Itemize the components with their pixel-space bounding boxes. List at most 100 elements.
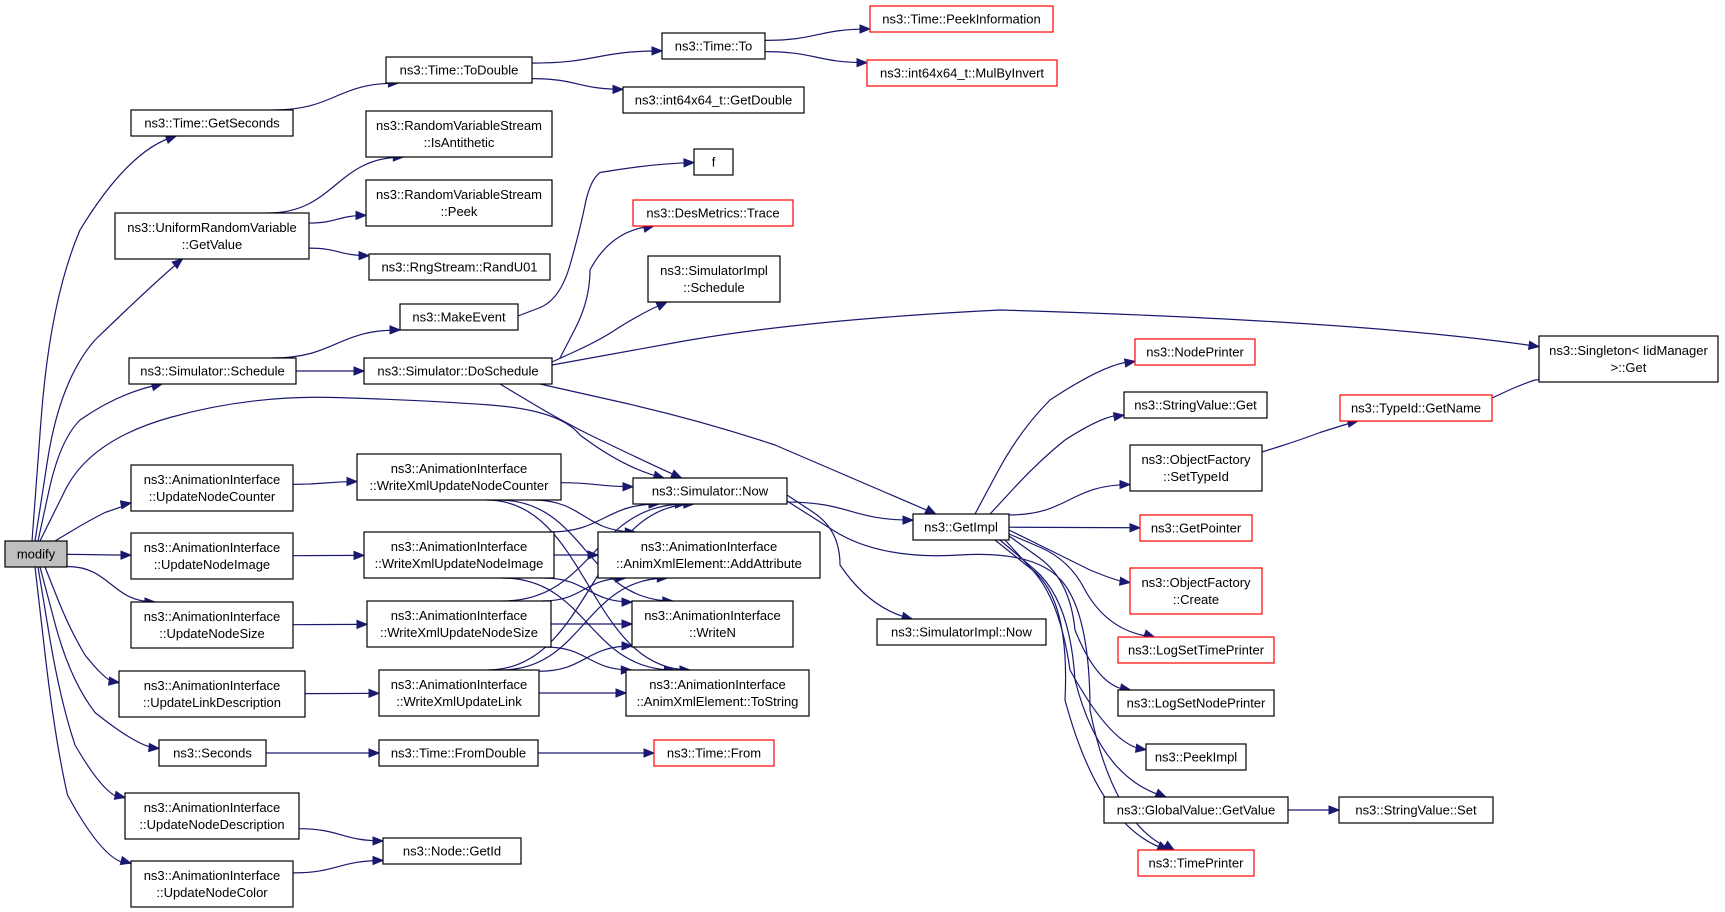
node-makeevent[interactable]: ns3::MakeEvent: [399, 303, 519, 331]
node-rng_randu01[interactable]: ns3::RngStream::RandU01: [368, 253, 551, 281]
node-label: ::UpdateNodeSize: [159, 626, 265, 641]
node-label: ns3::Node::GetId: [403, 844, 501, 859]
edge-sim_doschedule-to-simimpl_schedule: [551, 301, 669, 363]
node-label: ns3::int64x64_t::MulByInvert: [880, 66, 1044, 81]
node-ai_updatenodeimage[interactable]: ns3::AnimationInterface::UpdateNodeImage: [130, 532, 294, 580]
node-time_getseconds[interactable]: ns3::Time::GetSeconds: [130, 109, 294, 137]
node-label: ns3::Seconds: [173, 746, 252, 761]
node-ai_updatenodecounter[interactable]: ns3::AnimationInterface::UpdateNodeCount…: [130, 464, 294, 512]
node-i64_getdouble[interactable]: ns3::int64x64_t::GetDouble: [622, 86, 805, 114]
node-sim_now[interactable]: ns3::Simulator::Now: [632, 477, 788, 505]
node-ai_tostring[interactable]: ns3::AnimationInterface::AnimXmlElement:…: [625, 669, 810, 717]
node-label: ns3::PeekImpl: [1155, 750, 1237, 765]
node-label: ::UpdateNodeDescription: [139, 817, 284, 832]
node-ai_updatenodesize[interactable]: ns3::AnimationInterface::UpdateNodeSize: [130, 601, 294, 649]
node-getimpl[interactable]: ns3::GetImpl: [912, 513, 1010, 541]
node-time_from[interactable]: ns3::Time::From: [653, 739, 775, 767]
node-desmetrics_trace[interactable]: ns3::DesMetrics::Trace: [632, 199, 794, 227]
node-sim_doschedule[interactable]: ns3::Simulator::DoSchedule: [363, 357, 553, 385]
node-label: ::SetTypeId: [1163, 469, 1229, 484]
node-ai_writexml_image[interactable]: ns3::AnimationInterface::WriteXmlUpdateN…: [363, 531, 555, 579]
node-time_to[interactable]: ns3::Time::To: [661, 32, 766, 60]
edge-modify-to-uniform_getvalue: [34, 258, 184, 542]
node-objectfactory_settypeid[interactable]: ns3::ObjectFactory::SetTypeId: [1129, 444, 1263, 492]
node-rvs_peek[interactable]: ns3::RandomVariableStream::Peek: [365, 179, 553, 227]
node-label: ns3::StringValue::Set: [1355, 803, 1477, 818]
node-typeid_getname[interactable]: ns3::TypeId::GetName: [1339, 394, 1493, 422]
node-label: ns3::AnimationInterface: [144, 540, 281, 555]
edge-makeevent-to-f: [517, 158, 696, 317]
node-label: ns3::DesMetrics::Trace: [646, 206, 779, 221]
edge-ai_updatelinkdescription-to-ai_writexml_link: [304, 688, 381, 699]
node-modify[interactable]: modify: [4, 540, 68, 568]
node-ai_updatenodecolor[interactable]: ns3::AnimationInterface::UpdateNodeColor: [130, 860, 294, 908]
edge-ai_updatenodedescription-to-node_getid: [298, 828, 385, 846]
call-edges: [31, 24, 1551, 874]
function-nodes: modify ns3::Time::GetSecondsns3::UniformR…: [4, 5, 1719, 908]
node-sim_schedule[interactable]: ns3::Simulator::Schedule: [128, 357, 297, 385]
node-uniform_getvalue[interactable]: ns3::UniformRandomVariable::GetValue: [114, 212, 310, 260]
node-time_peekinformation[interactable]: ns3::Time::PeekInformation: [869, 5, 1054, 33]
edge-ai_writexml_counter-to-ai_addattribute: [532, 499, 637, 537]
node-label: ::UpdateLinkDescription: [143, 695, 281, 710]
edge-uniform_getvalue-to-rng_randu01: [308, 247, 371, 261]
node-ai_writexml_link[interactable]: ns3::AnimationInterface::WriteXmlUpdateL…: [378, 669, 540, 717]
node-label: ns3::LogSetNodePrinter: [1127, 696, 1266, 711]
node-ai_updatenodedescription[interactable]: ns3::AnimationInterface::UpdateNodeDescr…: [124, 792, 300, 840]
edge-getimpl-to-objectfactory_create: [1008, 529, 1132, 586]
node-ai_writen[interactable]: ns3::AnimationInterface::WriteN: [631, 600, 794, 648]
node-ai_writexml_counter[interactable]: ns3::AnimationInterface::WriteXmlUpdateN…: [356, 453, 562, 501]
node-label: ns3::AnimationInterface: [144, 800, 281, 815]
node-label: ::UpdateNodeImage: [154, 557, 270, 572]
node-singleton_get[interactable]: ns3::Singleton< IidManager>::Get: [1538, 335, 1719, 383]
node-ai_writexml_size[interactable]: ns3::AnimationInterface::WriteXmlUpdateN…: [366, 600, 552, 648]
node-simimpl_now[interactable]: ns3::SimulatorImpl::Now: [876, 618, 1047, 646]
node-logsetnodeprinter[interactable]: ns3::LogSetNodePrinter: [1117, 689, 1275, 717]
edge-time_to-to-time_peekinformation: [764, 24, 872, 41]
node-time_todouble[interactable]: ns3::Time::ToDouble: [385, 56, 533, 84]
node-stringvalue_get[interactable]: ns3::StringValue::Get: [1123, 391, 1268, 419]
node-ai_updatelinkdescription[interactable]: ns3::AnimationInterface::UpdateLinkDescr…: [118, 670, 306, 718]
edge-ai_writexml_link-to-ai_writen: [538, 641, 634, 672]
node-i64_mulbyinvert[interactable]: ns3::int64x64_t::MulByInvert: [866, 59, 1058, 87]
node-label: ns3::LogSetTimePrinter: [1128, 643, 1265, 658]
node-label: ::WriteXmlUpdateNodeImage: [375, 556, 544, 571]
node-label: ns3::StringValue::Get: [1134, 398, 1257, 413]
node-label: ns3::TimePrinter: [1149, 856, 1245, 871]
edge-modify-to-seconds: [39, 566, 161, 753]
node-label: ::Create: [1173, 592, 1219, 607]
node-label: ::WriteXmlUpdateNodeCounter: [370, 478, 550, 493]
node-label: modify: [17, 547, 56, 562]
node-getpointer[interactable]: ns3::GetPointer: [1139, 514, 1253, 542]
node-logsettimeprinter[interactable]: ns3::LogSetTimePrinter: [1117, 636, 1275, 664]
node-globalvalue_getvalue[interactable]: ns3::GlobalValue::GetValue: [1103, 796, 1289, 824]
node-node_getid[interactable]: ns3::Node::GetId: [382, 837, 522, 865]
edge-time_todouble-to-i64_getdouble: [531, 78, 625, 95]
node-label: f: [712, 155, 716, 170]
edge-uniform_getvalue-to-rvs_peek: [308, 210, 368, 224]
node-label: ns3::AnimationInterface: [391, 539, 528, 554]
node-label: ns3::MakeEvent: [412, 310, 506, 325]
edge-objectfactory_settypeid-to-typeid_getname: [1261, 418, 1360, 453]
node-label: ::Schedule: [683, 280, 744, 295]
node-label: ns3::Time::ToDouble: [400, 63, 519, 78]
node-simimpl_schedule[interactable]: ns3::SimulatorImpl::Schedule: [647, 255, 781, 303]
node-label: ns3::AnimationInterface: [144, 472, 281, 487]
node-objectfactory_create[interactable]: ns3::ObjectFactory::Create: [1129, 567, 1263, 615]
node-ai_addattribute[interactable]: ns3::AnimationInterface::AnimXmlElement:…: [597, 531, 821, 579]
node-label: ns3::GetPointer: [1151, 521, 1242, 536]
node-timeprinter[interactable]: ns3::TimePrinter: [1137, 849, 1255, 877]
edge-ai_writexml_image-to-ai_writen: [543, 577, 634, 607]
node-nodeprinter[interactable]: ns3::NodePrinter: [1134, 338, 1256, 366]
node-label: >::Get: [1611, 360, 1647, 375]
node-seconds[interactable]: ns3::Seconds: [158, 739, 267, 767]
node-peekimpl[interactable]: ns3::PeekImpl: [1145, 743, 1247, 771]
node-label: ::WriteXmlUpdateNodeSize: [380, 625, 538, 640]
node-stringvalue_set[interactable]: ns3::StringValue::Set: [1338, 796, 1494, 824]
node-time_fromdouble[interactable]: ns3::Time::FromDouble: [378, 739, 539, 767]
node-label: ns3::Time::From: [667, 746, 761, 761]
node-rvs_isantithetic[interactable]: ns3::RandomVariableStream::IsAntithetic: [365, 110, 553, 158]
node-label: ns3::Time::To: [675, 39, 753, 54]
node-f[interactable]: f: [693, 148, 734, 176]
